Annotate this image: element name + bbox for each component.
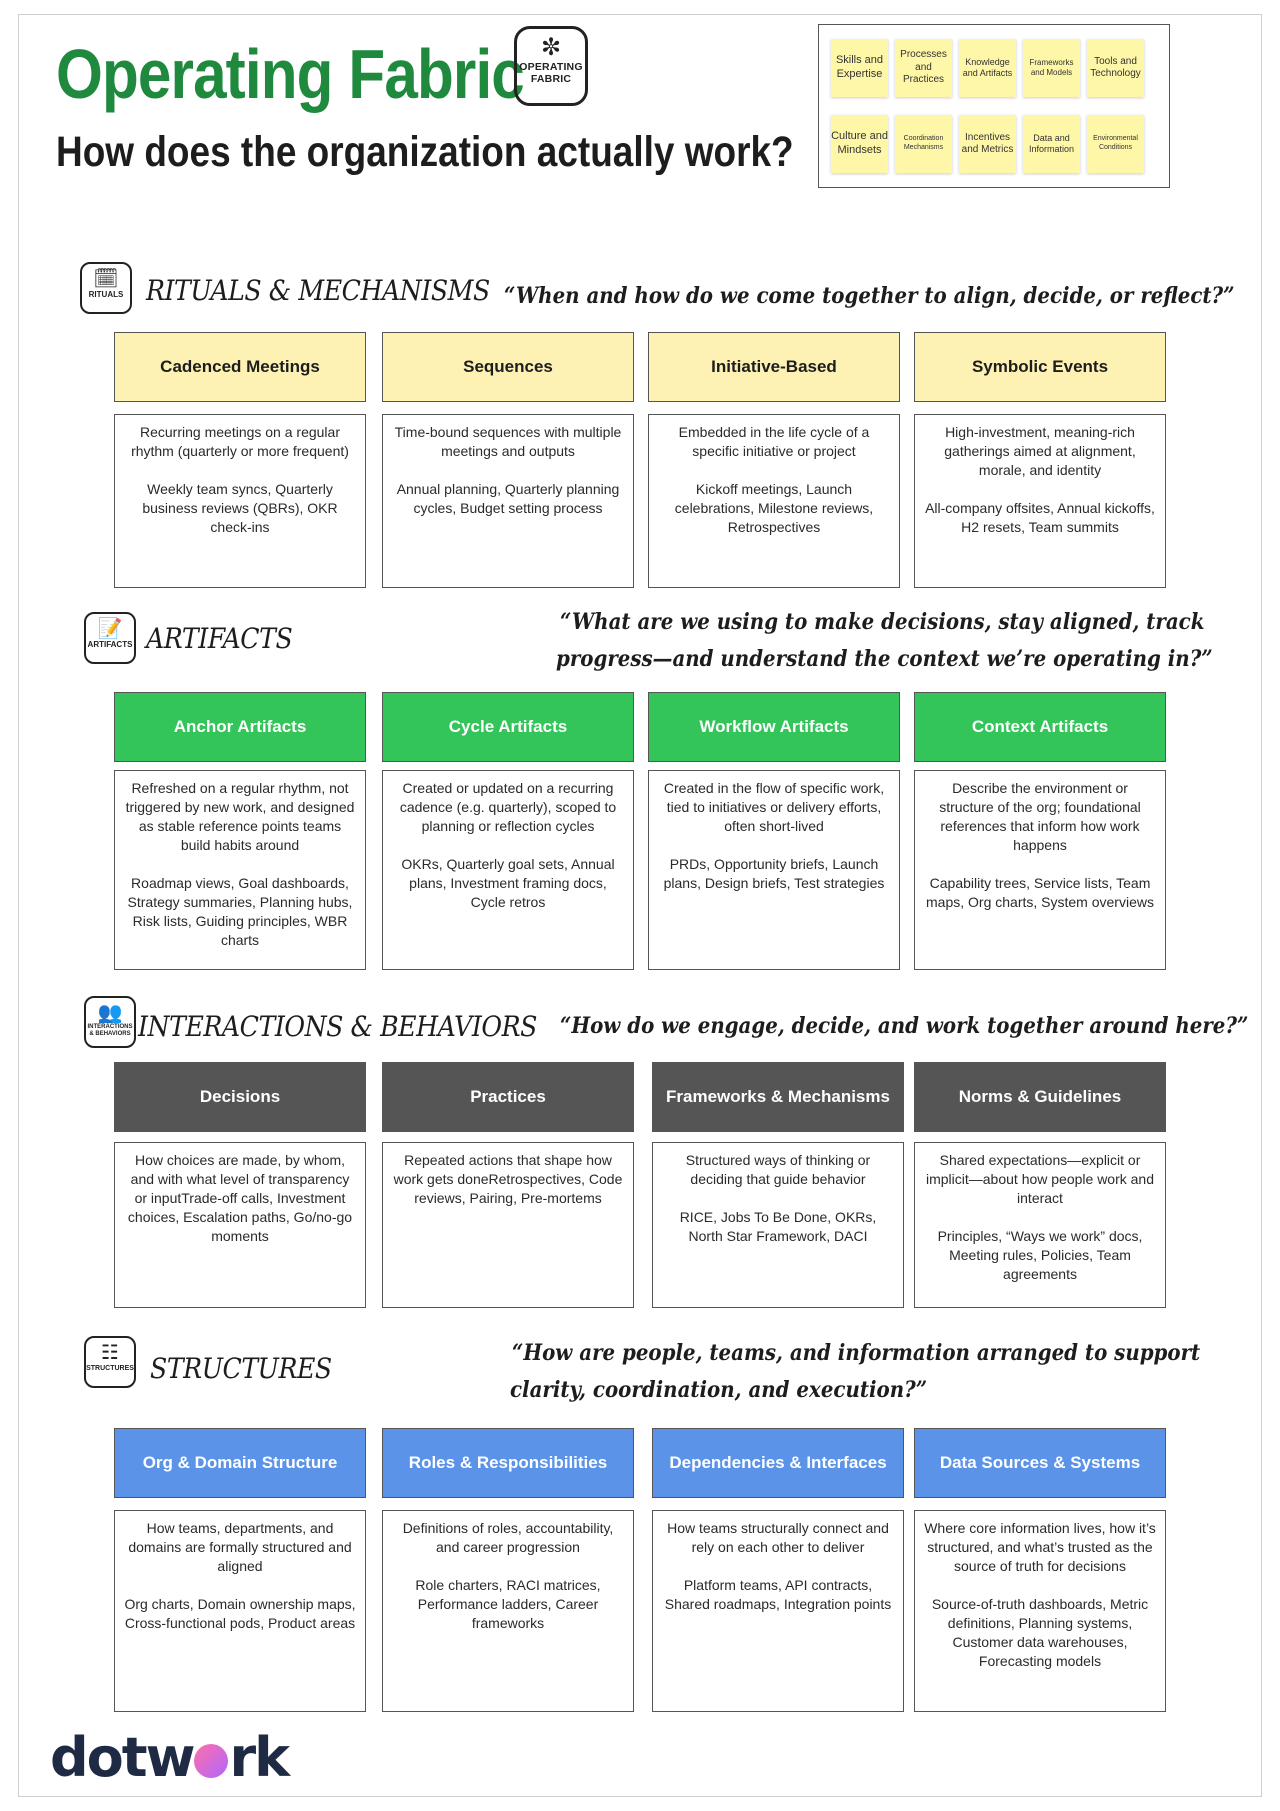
sticky-note: Incentives and Metrics <box>959 115 1016 173</box>
page-title: Operating Fabric <box>56 35 525 113</box>
card-examples: Roadmap views, Goal dashboards, Strategy… <box>127 875 353 948</box>
card-examples: Weekly team syncs, Quarterly business re… <box>142 481 338 535</box>
card-body: Created in the flow of specific work, ti… <box>648 770 900 970</box>
card-header-workflow-artifacts: Workflow Artifacts <box>648 692 900 762</box>
sticky-note: Coordination Mechanisms <box>895 115 952 173</box>
card-description: Embedded in the life cycle of a specific… <box>678 424 870 459</box>
card-body: Created or updated on a recurring cadenc… <box>382 770 634 970</box>
sticky-note: Culture and Mindsets <box>831 115 888 173</box>
card-examples: Principles, “Ways we work” docs, Meeting… <box>937 1228 1143 1282</box>
document-pen-icon: 📝 <box>97 616 123 640</box>
calendar-check-icon: 🗓 <box>93 266 119 290</box>
artifacts-icon: 📝 ARTIFACTS <box>84 612 136 664</box>
card-description: Structured ways of thinking or deciding … <box>685 1152 871 1187</box>
card-description: Refreshed on a regular rhythm, not trigg… <box>125 780 355 853</box>
section-title-structures: STRUCTURES <box>150 1352 332 1385</box>
card-body: Shared expectations—explicit or implicit… <box>914 1142 1166 1308</box>
section-question-rituals: “When and how do we come together to ali… <box>504 283 1235 309</box>
card-examples: PRDs, Opportunity briefs, Launch plans, … <box>663 856 885 891</box>
card-body: Where core information lives, how it’s s… <box>914 1510 1166 1712</box>
card-body: Describe the environment or structure of… <box>914 770 1166 970</box>
card-examples: Role charters, RACI matrices, Performanc… <box>415 1577 601 1631</box>
sticky-note: Knowledge and Artifacts <box>959 39 1016 97</box>
card-body: Repeated actions that shape how work get… <box>382 1142 634 1308</box>
card-description: Definitions of roles, accountability, an… <box>402 1520 614 1555</box>
rituals-icon: 🗓 RITUALS <box>80 262 132 314</box>
card-header-context-artifacts: Context Artifacts <box>914 692 1166 762</box>
card-body: Recurring meetings on a regular rhythm (… <box>114 414 366 588</box>
card-header-decisions: Decisions <box>114 1062 366 1132</box>
card-description: Recurring meetings on a regular rhythm (… <box>131 424 349 459</box>
card-header-org-domain-structure: Org & Domain Structure <box>114 1428 366 1498</box>
section-title-rituals: RITUALS & MECHANISMS <box>146 274 490 307</box>
interactions-icon: 👥 INTERACTIONS & BEHAVIORS <box>84 996 136 1048</box>
card-description: How teams, departments, and domains are … <box>128 1520 352 1574</box>
card-examples: All-company offsites, Annual kickoffs, H… <box>925 500 1155 535</box>
sticky-notes-board: Skills and Expertise Processes and Pract… <box>818 24 1170 188</box>
section-title-artifacts: ARTIFACTS <box>146 622 293 655</box>
card-body: High-investment, meaning-rich gatherings… <box>914 414 1166 588</box>
section-question-interactions: “How do we engage, decide, and work toge… <box>560 1013 1249 1039</box>
card-examples: OKRs, Quarterly goal sets, Annual plans,… <box>401 856 615 910</box>
card-body: How teams structurally connect and rely … <box>652 1510 904 1712</box>
badge-text: OPERATING FABRIC <box>519 61 583 85</box>
card-description: Repeated actions that shape how work get… <box>393 1152 623 1206</box>
people-group-icon: 👥 <box>97 1000 123 1024</box>
section-question-artifacts-line2: progress—and understand the context we’r… <box>556 646 1213 672</box>
page-subtitle: How does the organization actually work? <box>56 128 794 176</box>
card-header-sequences: Sequences <box>382 332 634 402</box>
card-description: How choices are made, by whom, and with … <box>127 1152 353 1244</box>
card-header-roles-responsibilities: Roles & Responsibilities <box>382 1428 634 1498</box>
card-description: How teams structurally connect and rely … <box>667 1520 889 1555</box>
card-body: How teams, departments, and domains are … <box>114 1510 366 1712</box>
section-question-artifacts-line1: “What are we using to make decisions, st… <box>560 609 1205 635</box>
card-body: Structured ways of thinking or deciding … <box>652 1142 904 1308</box>
card-examples: Source-of-truth dashboards, Metric defin… <box>931 1596 1149 1669</box>
card-description: Where core information lives, how it’s s… <box>924 1520 1156 1574</box>
card-examples: RICE, Jobs To Be Done, OKRs, North Star … <box>679 1209 877 1244</box>
sticky-note: Tools and Technology <box>1087 39 1144 97</box>
fabric-weave-icon: ✼ <box>540 33 562 61</box>
sticky-note: Processes and Practices <box>895 39 952 97</box>
card-header-anchor-artifacts: Anchor Artifacts <box>114 692 366 762</box>
card-header-frameworks-mechanisms: Frameworks & Mechanisms <box>652 1062 904 1132</box>
structures-icon: ☷ STRUCTURES <box>84 1336 136 1388</box>
card-body: Time-bound sequences with multiple meeti… <box>382 414 634 588</box>
card-body: How choices are made, by whom, and with … <box>114 1142 366 1308</box>
card-header-practices: Practices <box>382 1062 634 1132</box>
card-description: Created in the flow of specific work, ti… <box>663 780 885 834</box>
card-body: Refreshed on a regular rhythm, not trigg… <box>114 770 366 970</box>
card-header-cadenced-meetings: Cadenced Meetings <box>114 332 366 402</box>
section-question-structures-line2: clarity, coordination, and execution?” <box>510 1377 928 1403</box>
section-question-structures-line1: “How are people, teams, and information … <box>512 1340 1201 1366</box>
card-description: Time-bound sequences with multiple meeti… <box>394 424 622 459</box>
card-description: High-investment, meaning-rich gatherings… <box>944 424 1136 478</box>
card-header-cycle-artifacts: Cycle Artifacts <box>382 692 634 762</box>
card-examples: Capability trees, Service lists, Team ma… <box>926 875 1154 910</box>
card-examples: Kickoff meetings, Launch celebrations, M… <box>674 481 874 535</box>
card-description: Created or updated on a recurring cadenc… <box>399 780 617 834</box>
section-title-interactions: INTERACTIONS & BEHAVIORS <box>138 1010 537 1043</box>
card-header-dependencies-interfaces: Dependencies & Interfaces <box>652 1428 904 1498</box>
card-examples: Platform teams, API contracts, Shared ro… <box>664 1577 892 1612</box>
card-body: Embedded in the life cycle of a specific… <box>648 414 900 588</box>
card-header-symbolic-events: Symbolic Events <box>914 332 1166 402</box>
org-chart-icon: ☷ <box>101 1340 119 1364</box>
card-header-norms-guidelines: Norms & Guidelines <box>914 1062 1166 1132</box>
card-header-data-sources-systems: Data Sources & Systems <box>914 1428 1166 1498</box>
card-examples: Org charts, Domain ownership maps, Cross… <box>124 1596 356 1631</box>
sticky-note: Environmental Conditions <box>1087 115 1144 173</box>
card-description: Shared expectations—explicit or implicit… <box>925 1152 1154 1206</box>
card-header-initiative-based: Initiative-Based <box>648 332 900 402</box>
operating-fabric-badge: ✼ OPERATING FABRIC <box>514 26 588 106</box>
sticky-note: Frameworks and Models <box>1023 39 1080 97</box>
logo-o-mark <box>194 1744 229 1778</box>
card-examples: Annual planning, Quarterly planning cycl… <box>396 481 620 516</box>
sticky-note: Skills and Expertise <box>831 39 888 97</box>
card-description: Describe the environment or structure of… <box>939 780 1141 853</box>
sticky-note: Data and Information <box>1023 115 1080 173</box>
card-body: Definitions of roles, accountability, an… <box>382 1510 634 1712</box>
